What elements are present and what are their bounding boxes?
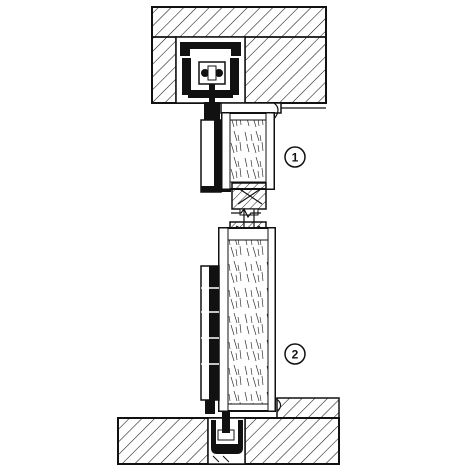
callout-2: 2 (284, 343, 306, 365)
side-handle-strip (200, 265, 220, 414)
floor-guide-channel (207, 411, 246, 465)
callout-2-label: 2 (292, 348, 299, 362)
upper-door-bottom-detail (231, 182, 267, 230)
break-line (231, 207, 261, 219)
upper-door-panel (220, 102, 326, 190)
callout-1: 1 (284, 146, 306, 168)
lower-door-panel (218, 227, 282, 413)
roller-carriage (198, 61, 226, 102)
callout-1-label: 1 (292, 151, 299, 165)
ceiling-block (151, 6, 327, 104)
